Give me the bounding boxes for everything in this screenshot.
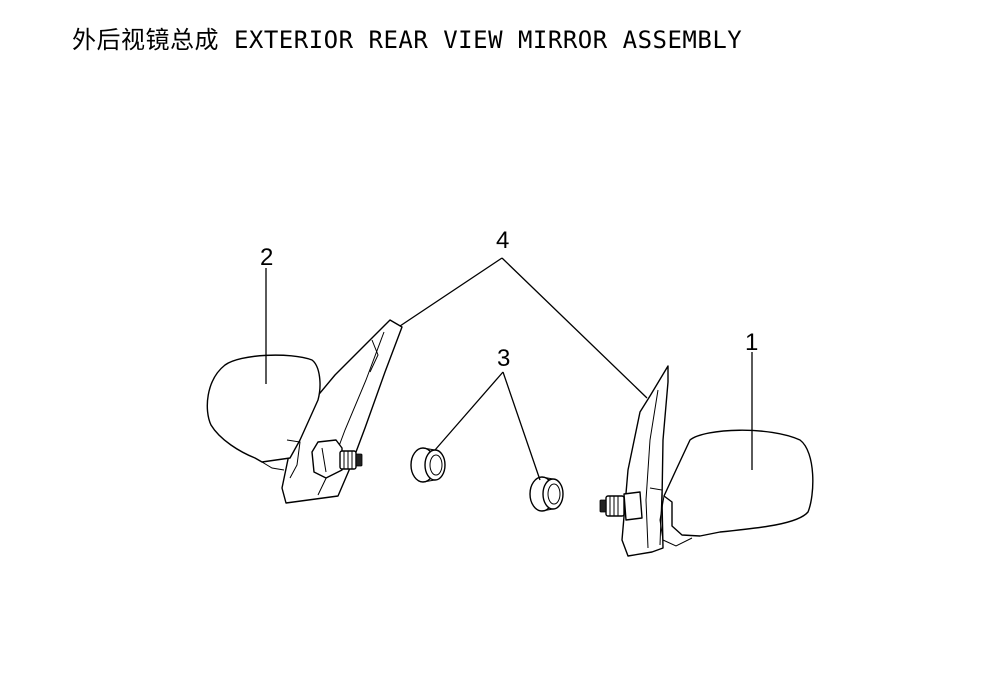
left-connector-plug xyxy=(339,450,363,470)
callout-2: 2 xyxy=(260,244,273,271)
callout-1: 1 xyxy=(745,329,758,356)
left-mirror-assembly xyxy=(206,319,403,504)
callout-4: 4 xyxy=(496,227,509,254)
right-connector-plug xyxy=(599,491,643,521)
right-mirror-assembly xyxy=(599,365,814,557)
callout-3: 3 xyxy=(497,345,510,372)
page-title: 外后视镜总成 EXTERIOR REAR VIEW MIRROR ASSEMBL… xyxy=(72,26,743,54)
leader-lines xyxy=(265,257,753,481)
grommet-left xyxy=(410,447,446,483)
grommet-right xyxy=(529,476,564,512)
